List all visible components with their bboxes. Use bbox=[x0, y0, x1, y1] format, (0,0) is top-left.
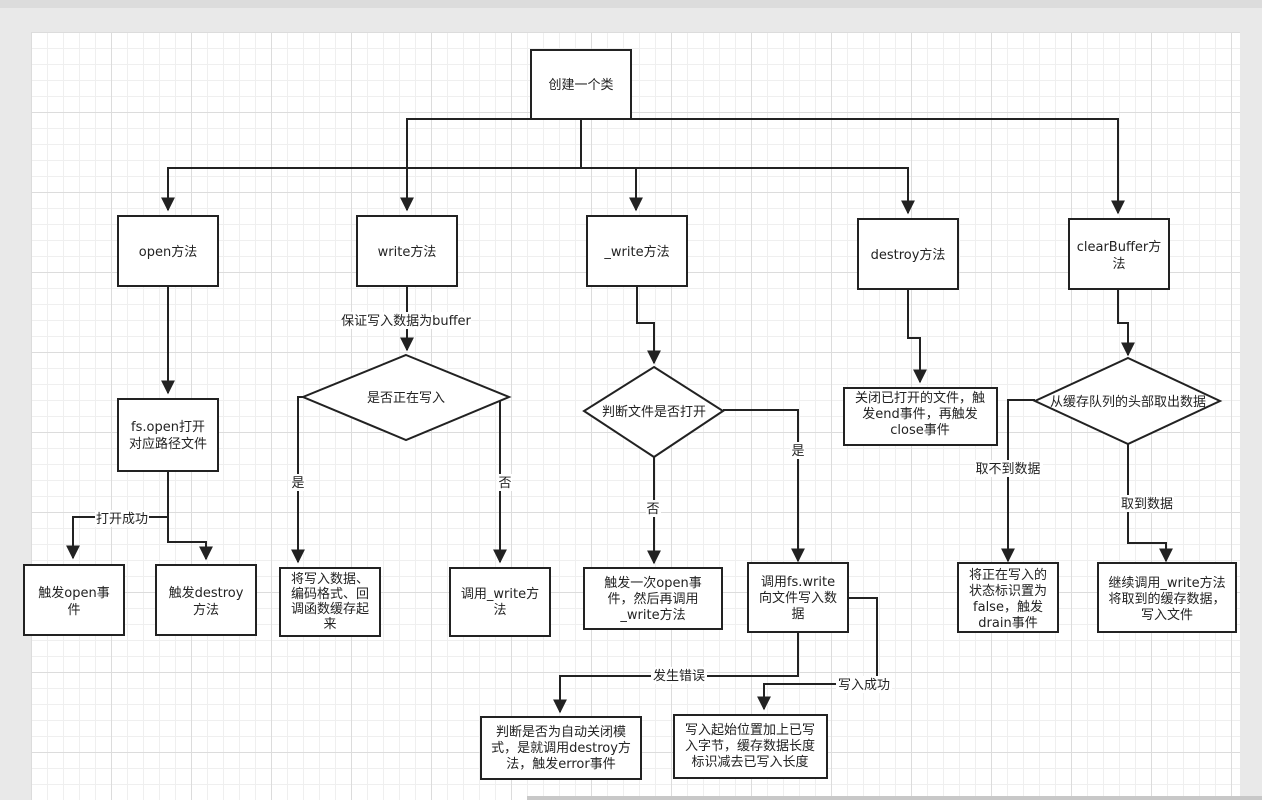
edge-label-got-data: 取到数据 bbox=[1121, 497, 1173, 512]
edge-root-to-_write bbox=[580, 119, 643, 212]
svg-text:调用fs.write: 调用fs.write bbox=[761, 575, 835, 590]
node-call-_write[interactable]: 调用_write方 法 bbox=[449, 567, 551, 637]
edge-label-open-success: 打开成功 bbox=[96, 512, 148, 527]
node-emit-open-once[interactable]: 触发一次open事 件，然后再调用 _write方法 bbox=[583, 567, 723, 630]
edge-fsopen-to-emit-destroy bbox=[167, 471, 213, 561]
node-continue-write[interactable]: 继续调用_write方法 将取到的缓存数据， 写入文件 bbox=[1097, 562, 1237, 633]
edge-root-to-open bbox=[161, 119, 582, 212]
svg-text:件: 件 bbox=[67, 603, 80, 618]
edge-labels: 保证写入数据为buffer 打开成功 是 否 否 是 取不到数据 取到数据 发生… bbox=[95, 312, 1174, 693]
svg-text:将写入数据、: 将写入数据、 bbox=[291, 572, 369, 587]
grid-canvas bbox=[31, 32, 1240, 800]
svg-text:写入文件: 写入文件 bbox=[1141, 608, 1193, 623]
svg-text:创建一个类: 创建一个类 bbox=[548, 78, 613, 93]
svg-text:触发destroy: 触发destroy bbox=[169, 585, 244, 601]
svg-text:close事件: close事件 bbox=[890, 423, 949, 438]
node-open-method[interactable]: open方法 bbox=[117, 215, 219, 287]
svg-text:write方法: write方法 bbox=[378, 244, 437, 260]
svg-text:fs.open打开: fs.open打开 bbox=[131, 420, 205, 435]
svg-text:来: 来 bbox=[323, 617, 336, 632]
node-autoclose-check[interactable]: 判断是否为自动关闭模 式，是就调用destroy方 法，触发error事件 bbox=[480, 716, 642, 780]
svg-text:法: 法 bbox=[493, 603, 506, 618]
svg-text:据: 据 bbox=[791, 607, 804, 622]
svg-text:法，触发error事件: 法，触发error事件 bbox=[506, 756, 615, 772]
svg-text:向文件写入数: 向文件写入数 bbox=[759, 590, 837, 606]
decision-file-open[interactable]: 判断文件是否打开 bbox=[582, 365, 725, 459]
svg-text:destroy方法: destroy方法 bbox=[871, 247, 946, 263]
edge-decision-yes-fswrite bbox=[723, 409, 805, 563]
edge-label-yes: 是 bbox=[791, 444, 804, 459]
svg-text:发end事件，再触发: 发end事件，再触发 bbox=[862, 406, 978, 422]
edge-label-no: 否 bbox=[498, 476, 511, 491]
svg-text:是否正在写入: 是否正在写入 bbox=[367, 391, 445, 406]
horizontal-scrollbar[interactable] bbox=[527, 796, 1262, 800]
svg-text:编码格式、回: 编码格式、回 bbox=[291, 586, 369, 602]
node-clearbuffer-method[interactable]: clearBuffer方 法 bbox=[1068, 218, 1170, 290]
edge-destroy-to-close bbox=[907, 289, 927, 384]
edge-label-no: 否 bbox=[646, 502, 659, 517]
edge-clearbuffer-to-decision bbox=[1117, 289, 1135, 357]
svg-text:入字节，缓存数据长度: 入字节，缓存数据长度 bbox=[685, 738, 815, 754]
svg-text:写入起始位置加上已写: 写入起始位置加上已写 bbox=[685, 723, 815, 738]
svg-text:判断文件是否打开: 判断文件是否打开 bbox=[602, 405, 706, 420]
node-fs-open[interactable]: fs.open打开 对应路径文件 bbox=[117, 398, 219, 472]
svg-text:式，是就调用destroy方: 式，是就调用destroy方 bbox=[491, 740, 631, 756]
svg-text:false，触发: false，触发 bbox=[973, 599, 1043, 615]
svg-text:调函数缓存起: 调函数缓存起 bbox=[291, 602, 369, 617]
edge-label-write-error: 发生错误 bbox=[653, 668, 705, 684]
svg-text:drain事件: drain事件 bbox=[978, 616, 1037, 631]
node-cache-write-data[interactable]: 将写入数据、 编码格式、回 调函数缓存起 来 bbox=[279, 567, 381, 637]
svg-text:调用_write方: 调用_write方 bbox=[461, 586, 539, 602]
node-write-method[interactable]: write方法 bbox=[356, 215, 458, 287]
svg-text:法: 法 bbox=[1112, 257, 1125, 272]
edge-root-to-clearbuffer bbox=[581, 118, 1125, 215]
svg-text:将取到的缓存数据，: 将取到的缓存数据， bbox=[1108, 591, 1225, 607]
svg-text:继续调用_write方法: 继续调用_write方法 bbox=[1108, 575, 1225, 591]
node-emit-open[interactable]: 触发open事 件 bbox=[23, 564, 125, 636]
edge-_write-to-decision bbox=[636, 286, 661, 365]
edge-cb-gotdata-continue bbox=[1127, 443, 1173, 563]
svg-text:将正在写入的: 将正在写入的 bbox=[969, 567, 1047, 583]
svg-text:open方法: open方法 bbox=[139, 244, 197, 260]
svg-text:_write方法: _write方法 bbox=[603, 244, 669, 260]
svg-text:对应路径文件: 对应路径文件 bbox=[129, 436, 207, 452]
node-close-file[interactable]: 关闭已打开的文件，触 发end事件，再触发 close事件 bbox=[843, 387, 998, 446]
node-update-position[interactable]: 写入起始位置加上已写 入字节，缓存数据长度 标识减去已写入长度 bbox=[673, 714, 828, 779]
edge-label-yes: 是 bbox=[291, 476, 304, 491]
svg-text:状态标识置为: 状态标识置为 bbox=[969, 584, 1047, 599]
decision-take-from-buffer[interactable]: 从缓存队列的头部取出数据 bbox=[1032, 356, 1223, 446]
edge-root-to-destroy bbox=[580, 119, 915, 215]
svg-text:方法: 方法 bbox=[193, 602, 219, 618]
nodes: 创建一个类 open方法 write方法 _write方法 destroy方法 … bbox=[23, 49, 1237, 780]
svg-text:判断是否为自动关闭模: 判断是否为自动关闭模 bbox=[496, 725, 626, 740]
edge-label-ensure-buffer: 保证写入数据为buffer bbox=[341, 314, 471, 329]
edge-label-write-success: 写入成功 bbox=[838, 678, 890, 693]
svg-text:clearBuffer方: clearBuffer方 bbox=[1077, 239, 1162, 255]
svg-text:件，然后再调用: 件，然后再调用 bbox=[607, 591, 698, 607]
edge-root-to-write bbox=[400, 118, 581, 212]
edge-label-no-data: 取不到数据 bbox=[975, 462, 1040, 477]
node-set-state-false[interactable]: 将正在写入的 状态标识置为 false，触发 drain事件 bbox=[957, 562, 1059, 633]
svg-text:触发open事: 触发open事 bbox=[38, 585, 109, 601]
svg-text:从缓存队列的头部取出数据: 从缓存队列的头部取出数据 bbox=[1050, 394, 1206, 410]
node-_write-method[interactable]: _write方法 bbox=[586, 215, 688, 287]
svg-text:关闭已打开的文件，触: 关闭已打开的文件，触 bbox=[855, 390, 985, 406]
svg-text:触发一次open事: 触发一次open事 bbox=[604, 575, 701, 591]
decision-is-writing[interactable]: 是否正在写入 bbox=[300, 353, 512, 442]
node-destroy-method[interactable]: destroy方法 bbox=[857, 218, 959, 290]
svg-text:_write方法: _write方法 bbox=[619, 607, 685, 623]
node-emit-destroy[interactable]: 触发destroy 方法 bbox=[155, 564, 257, 636]
svg-text:标识减去已写入长度: 标识减去已写入长度 bbox=[691, 754, 808, 770]
edge-cb-nodata-setstate bbox=[1001, 399, 1035, 563]
node-create-class[interactable]: 创建一个类 bbox=[530, 49, 632, 120]
node-fs-write[interactable]: 调用fs.write 向文件写入数 据 bbox=[747, 562, 849, 633]
top-bar bbox=[0, 0, 1262, 8]
